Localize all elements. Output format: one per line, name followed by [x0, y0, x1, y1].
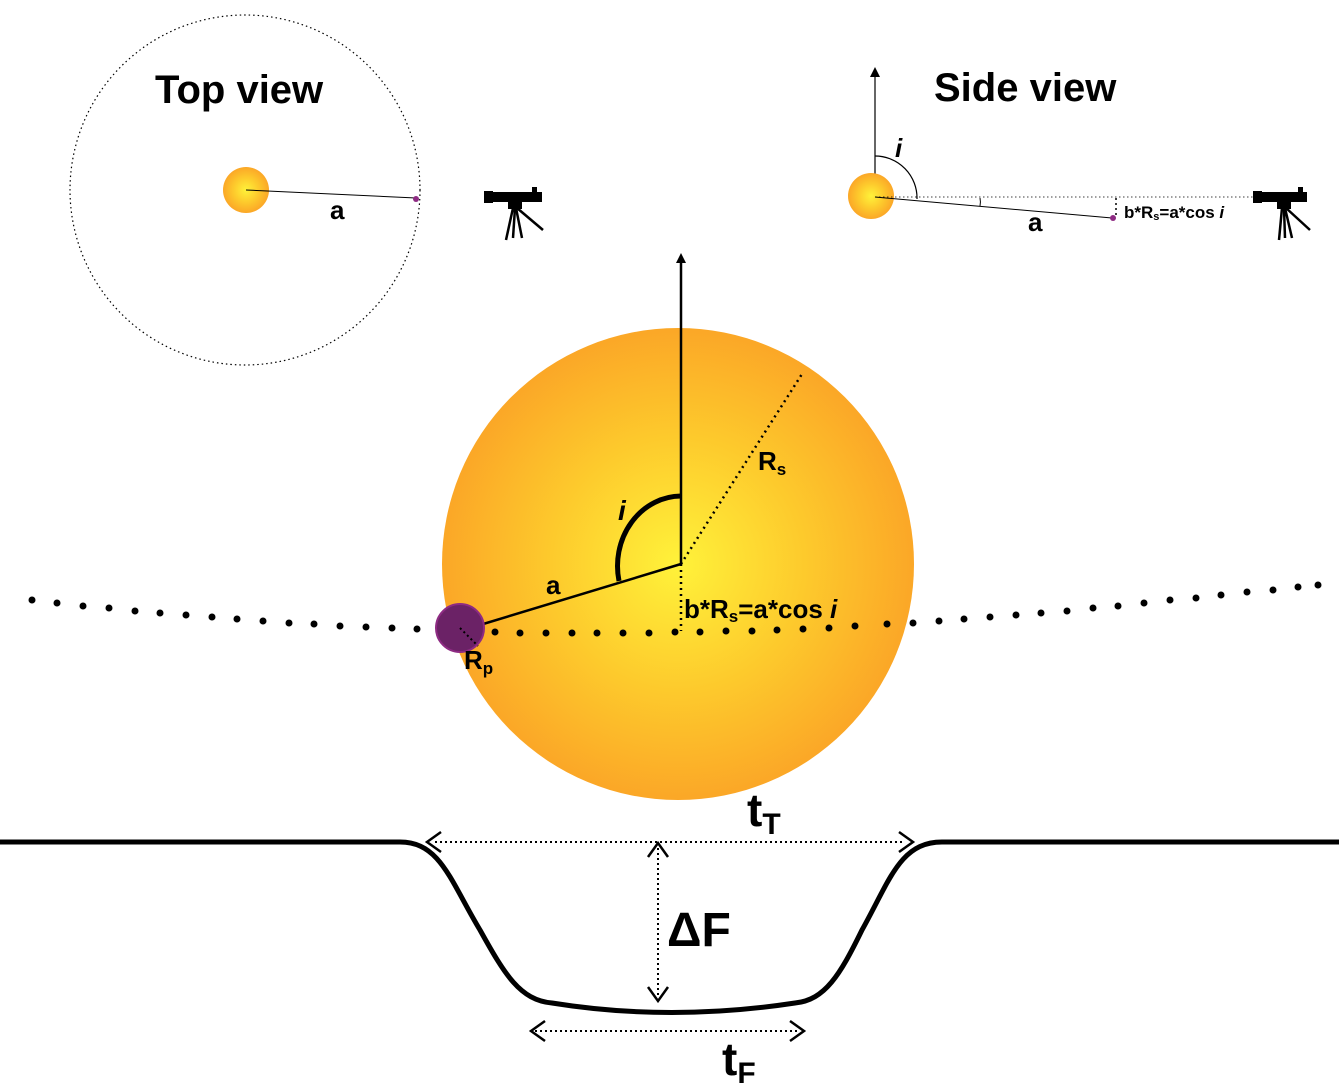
telescope-icon: [484, 187, 544, 241]
flat-duration-arrowhead-left: [528, 1019, 546, 1043]
main-rs-radius: [679, 373, 804, 565]
top-view-a-line: [245, 189, 417, 199]
main-i-arc: [615, 493, 682, 582]
side-view-panel: Side view i a b*Rs=a*cos i: [848, 66, 1311, 241]
depth-label: ΔF: [667, 904, 731, 957]
depth-arrowhead-top: [646, 840, 670, 858]
top-view-a-label: a: [330, 195, 345, 225]
transit-duration-arrowhead-right: [898, 830, 916, 854]
side-view-a-label: a: [1028, 207, 1043, 237]
orbit-path-dots: [28, 581, 1322, 637]
side-view-title: Side view: [934, 66, 1117, 110]
main-i-label: i: [618, 495, 627, 526]
top-view-orbit: [69, 14, 421, 366]
flat-duration-label: tF: [722, 1033, 756, 1089]
side-view-a-line: [874, 196, 1113, 219]
side-view-i-arc: [874, 155, 918, 200]
side-view-planet: [1110, 215, 1116, 221]
main-transit-panel: i a Rs Rp b*Rs=a*cos i: [28, 253, 1322, 800]
side-view-b-label: b*Rs=a*cos i: [1124, 203, 1225, 223]
top-view-panel: Top view a: [69, 14, 544, 366]
transit-duration-label: tT: [747, 784, 781, 841]
telescope-icon: [1253, 187, 1311, 241]
top-view-planet: [413, 196, 419, 202]
main-b-label: b*Rs=a*cos i: [684, 594, 838, 626]
main-a-line: [469, 562, 682, 630]
side-view-star: [848, 173, 894, 219]
main-rp-radius: [459, 627, 479, 647]
light-curve-panel: tT ΔF tF: [0, 784, 1339, 1089]
side-view-i-label: i: [895, 133, 903, 163]
main-rp-label: Rp: [464, 645, 493, 678]
transit-duration-arrowhead-left: [424, 830, 442, 854]
main-a-label: a: [546, 570, 561, 600]
main-rs-label: Rs: [758, 446, 786, 479]
flat-duration-arrowhead-right: [789, 1019, 807, 1043]
top-view-title: Top view: [155, 68, 324, 112]
light-curve: [0, 839, 1339, 1015]
depth-arrowhead-bottom: [646, 986, 670, 1004]
